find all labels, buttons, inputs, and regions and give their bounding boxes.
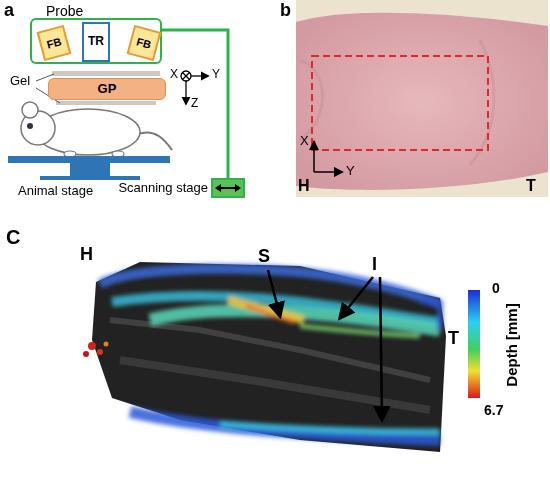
panel-letter: a <box>4 0 14 21</box>
axes <box>314 142 342 172</box>
scanning-stage-fill <box>211 178 245 198</box>
gel-layer <box>52 71 160 76</box>
volume-render <box>83 262 446 452</box>
part-label: Animal stage <box>18 184 93 199</box>
direction-label: T <box>526 177 536 195</box>
support-arm <box>162 30 228 178</box>
direction-label: H <box>298 177 310 195</box>
box-label: FB <box>135 35 152 51</box>
double-arrow <box>215 184 241 192</box>
pointer-arrows <box>268 270 382 420</box>
box-label: TR <box>88 35 104 49</box>
transducer-receiver: TR <box>82 22 110 62</box>
structure-label: I <box>372 254 377 275</box>
mouse-drawing <box>21 102 172 157</box>
gel-pad: GP <box>48 78 166 100</box>
probe-housing: FBTRFBProbe <box>30 18 162 64</box>
axis-label: Y <box>212 68 220 82</box>
panel-letter: b <box>280 0 291 21</box>
animal-stage <box>8 156 170 180</box>
axis-label: X <box>300 134 309 149</box>
axis-label: X <box>170 68 178 82</box>
region-of-interest <box>312 56 488 150</box>
box-label: GP <box>98 82 117 97</box>
axis-label: Y <box>346 164 355 179</box>
box-heading: Probe <box>46 3 83 19</box>
mouse-photo <box>296 0 548 197</box>
box-heading: Scanning stage <box>118 181 208 196</box>
panel-letter: C <box>6 226 20 249</box>
focusing-beam-transducer: FB <box>37 25 72 61</box>
color-bar <box>468 290 480 398</box>
scale-title: Depth [mm] <box>503 303 520 386</box>
direction-label: H <box>80 244 93 265</box>
scale-value: 6.7 <box>484 402 503 418</box>
gel-layer <box>56 101 156 105</box>
structure-label: S <box>258 246 270 267</box>
focusing-beam-transducer: FB <box>127 25 162 61</box>
scale-value: 0 <box>492 280 500 296</box>
scanning-stage: Scanning stage <box>211 178 245 198</box>
part-label: Gel <box>10 74 30 89</box>
box-label: FB <box>45 35 62 51</box>
axis-label: Z <box>191 97 198 111</box>
direction-label: T <box>448 328 459 349</box>
